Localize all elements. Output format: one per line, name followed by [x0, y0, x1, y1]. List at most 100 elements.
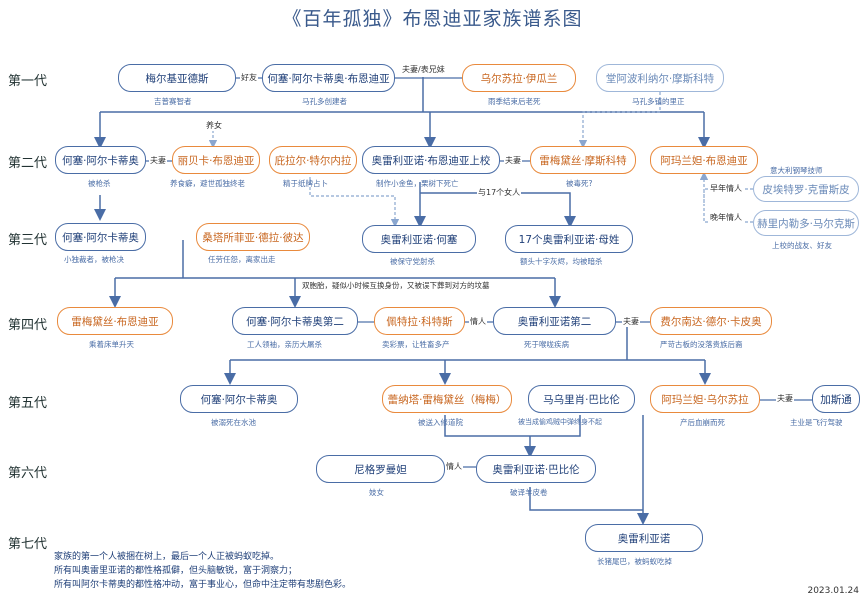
- person-note: 任劳任怨，离家出走: [208, 255, 276, 264]
- person-node-apolinar-moscote: 堂阿波利纳尔·摩斯科特: [596, 64, 724, 92]
- relation-label: 夫妻: [504, 155, 522, 166]
- person-name: 奥雷利亚诺·布恩迪亚上校: [371, 154, 491, 167]
- person-name: 奥雷利亚诺: [617, 532, 671, 545]
- relation-label: 夫妻: [622, 316, 640, 327]
- person-name: 奥雷利亚诺第二: [517, 315, 592, 328]
- person-name: 乌尔苏拉·伊瓜兰: [480, 72, 558, 85]
- person-note: 被毒死?: [566, 179, 593, 188]
- person-name: 何塞·阿尔卡蒂奥: [62, 231, 139, 244]
- person-node-pietro-crespi: 皮埃特罗·克雷斯皮: [753, 176, 859, 202]
- footer-line: 家族的第一个人被捆在树上，最后一个人正被蚂蚁吃掉。: [54, 552, 280, 562]
- person-node-ursula: 乌尔苏拉·伊瓜兰: [462, 64, 576, 92]
- relation-label: 与17个女人: [477, 187, 522, 198]
- person-node-amaranta: 阿玛兰妲·布恩迪亚: [650, 146, 758, 174]
- person-node-petra-cotes: 佩特拉·科特斯: [374, 307, 465, 335]
- person-node-rebeca: 丽贝卡·布恩迪亚: [172, 146, 260, 174]
- person-name: 蕾纳塔·雷梅黛丝（梅梅）: [387, 393, 507, 406]
- person-node-jose-arcadio-gen5: 何塞·阿尔卡蒂奥: [180, 385, 298, 413]
- person-name: 奥雷利亚诺·何塞: [380, 233, 458, 246]
- person-note: 工人领袖，亲历大屠杀: [247, 340, 322, 349]
- person-node-remedios-the-beauty: 雷梅黛丝·布恩迪亚: [57, 307, 173, 335]
- generation-label: 第三代: [8, 233, 48, 248]
- person-name: 庇拉尔·特尔内拉: [274, 154, 352, 167]
- person-node-santa-sofia: 桑塔所菲亚·德拉·彼达: [196, 223, 310, 251]
- generation-label: 第二代: [8, 156, 48, 171]
- person-node-melquiades: 梅尔基亚德斯: [118, 64, 236, 92]
- person-note: 被溺死在水池: [211, 418, 256, 427]
- footer-notes: 家族的第一个人被捆在树上，最后一个人正被蚂蚁吃掉。 所有叫奥雷里亚诺的都性格孤僻…: [54, 550, 351, 592]
- person-note: 意大利钢琴技师: [770, 166, 823, 175]
- generation-label: 第一代: [8, 74, 48, 89]
- person-node-gaston: 加斯通: [812, 385, 860, 413]
- relation-label: 好友: [240, 72, 258, 83]
- person-node-arcadio: 何塞·阿尔卡蒂奥: [55, 223, 146, 251]
- person-note: 小独裁者，被枪决: [64, 255, 124, 264]
- person-node-aureliano-last: 奥雷利亚诺: [585, 524, 703, 552]
- person-name: 皮埃特罗·克雷斯皮: [762, 183, 850, 196]
- footer-line: 所有叫奥雷里亚诺的都性格孤僻，但头脑敏锐，富于洞察力；: [54, 566, 298, 576]
- person-note: 精于纸牌占卜: [283, 179, 328, 188]
- twins-note: 双胞胎，疑似小时候互换身份，又被误下葬到对方的坟墓: [302, 281, 490, 290]
- person-note: 马孔多创建者: [302, 97, 347, 106]
- person-note: 妓女: [369, 488, 384, 497]
- person-node-amaranta-ursula: 阿玛兰妲·乌尔苏拉: [650, 385, 760, 413]
- person-note: 卖彩票，让牲畜多产: [382, 340, 450, 349]
- person-name: 17个奥雷利亚诺·母姓: [518, 233, 620, 246]
- person-name: 费尔南达·德尔·卡皮奥: [660, 315, 762, 328]
- person-node-remedios-moscote: 雷梅黛丝·摩斯科特: [530, 146, 636, 174]
- page-title: 《百年孤独》布恩迪亚家族谱系图: [282, 8, 583, 30]
- relation-label: 情人: [469, 316, 487, 327]
- person-name: 马乌里肖·巴比伦: [543, 393, 620, 406]
- person-name: 何塞·阿尔卡蒂奥: [200, 393, 278, 406]
- person-node-pilar-ternera: 庇拉尔·特尔内拉: [269, 146, 357, 174]
- person-name: 加斯通: [820, 393, 852, 406]
- person-note: 主业是飞行驾驶: [790, 418, 843, 427]
- person-note: 死于喉咙疾病: [524, 340, 569, 349]
- person-node-aureliano-segundo: 奥雷利亚诺第二: [493, 307, 616, 335]
- person-node-jose-arcadio-segundo: 何塞·阿尔卡蒂奥第二: [232, 307, 358, 335]
- person-name: 桑塔所菲亚·德拉·彼达: [202, 231, 304, 244]
- person-note: 被枪杀: [88, 179, 111, 188]
- person-note: 严苛古板的没落贵族后裔: [660, 340, 743, 349]
- generation-label: 第五代: [8, 396, 48, 411]
- person-note: 雨季结束后老死: [488, 97, 541, 106]
- relation-label: 早年情人: [709, 183, 743, 194]
- footer-line: 所有叫阿尔卡蒂奥的都性格冲动，富于事业心，但命中注定带有悲剧色彩。: [54, 580, 352, 590]
- person-note: 额头十字灰烬，均被暗杀: [520, 257, 603, 266]
- person-name: 梅尔基亚德斯: [145, 72, 209, 85]
- relation-label: 夫妻: [776, 393, 794, 404]
- person-note: 上校的战友、好友: [772, 241, 832, 250]
- person-node-seventeen-aurelianos: 17个奥雷利亚诺·母姓: [505, 225, 633, 253]
- person-name: 阿玛兰妲·乌尔苏拉: [661, 393, 749, 406]
- person-name: 雷梅黛丝·布恩迪亚: [71, 315, 159, 328]
- person-note: 乘着床单升天: [89, 340, 134, 349]
- person-name: 堂阿波利纳尔·摩斯科特: [605, 72, 715, 85]
- person-note: 养食癖，避世孤独终老: [170, 179, 245, 188]
- relation-label: 夫妻/表兄妹: [401, 64, 446, 75]
- person-name: 雷梅黛丝·摩斯科特: [539, 154, 627, 167]
- generation-label: 第四代: [8, 318, 48, 333]
- person-note: 被送入修道院: [418, 418, 463, 427]
- person-name: 何塞·阿尔卡蒂奥第二: [246, 315, 344, 328]
- person-name: 尼格罗曼妲: [354, 463, 407, 476]
- person-name: 丽贝卡·布恩迪亚: [177, 154, 255, 167]
- person-node-meme: 蕾纳塔·雷梅黛丝（梅梅）: [382, 385, 512, 413]
- date-stamp: 2023.01.24: [807, 586, 859, 596]
- person-name: 佩特拉·科特斯: [386, 315, 453, 328]
- person-note: 产后血崩而死: [680, 418, 725, 427]
- person-note: 马孔多镇的里正: [632, 97, 685, 106]
- person-note: 被当成偷鸡贼中弹终身不起: [518, 418, 602, 426]
- relation-label: 夫妻: [149, 155, 167, 166]
- person-node-mauricio-babilonia: 马乌里肖·巴比伦: [528, 385, 635, 413]
- person-note: 被保守党射杀: [390, 257, 435, 266]
- person-node-colonel-aureliano: 奥雷利亚诺·布恩迪亚上校: [362, 146, 500, 174]
- person-name: 何塞·阿尔卡蒂奥·布恩迪亚: [267, 72, 390, 85]
- person-note: 制作小金鱼，栗树下死亡: [376, 179, 459, 188]
- relation-label: 晚年情人: [709, 212, 743, 223]
- generation-label: 第六代: [8, 466, 48, 481]
- person-name: 赫里内勒多·马尔克斯: [757, 217, 855, 230]
- relation-label: 养女: [205, 120, 223, 131]
- person-node-aureliano-babilonia: 奥雷利亚诺·巴比伦: [476, 455, 596, 483]
- person-note: 破译羊皮卷: [510, 488, 548, 497]
